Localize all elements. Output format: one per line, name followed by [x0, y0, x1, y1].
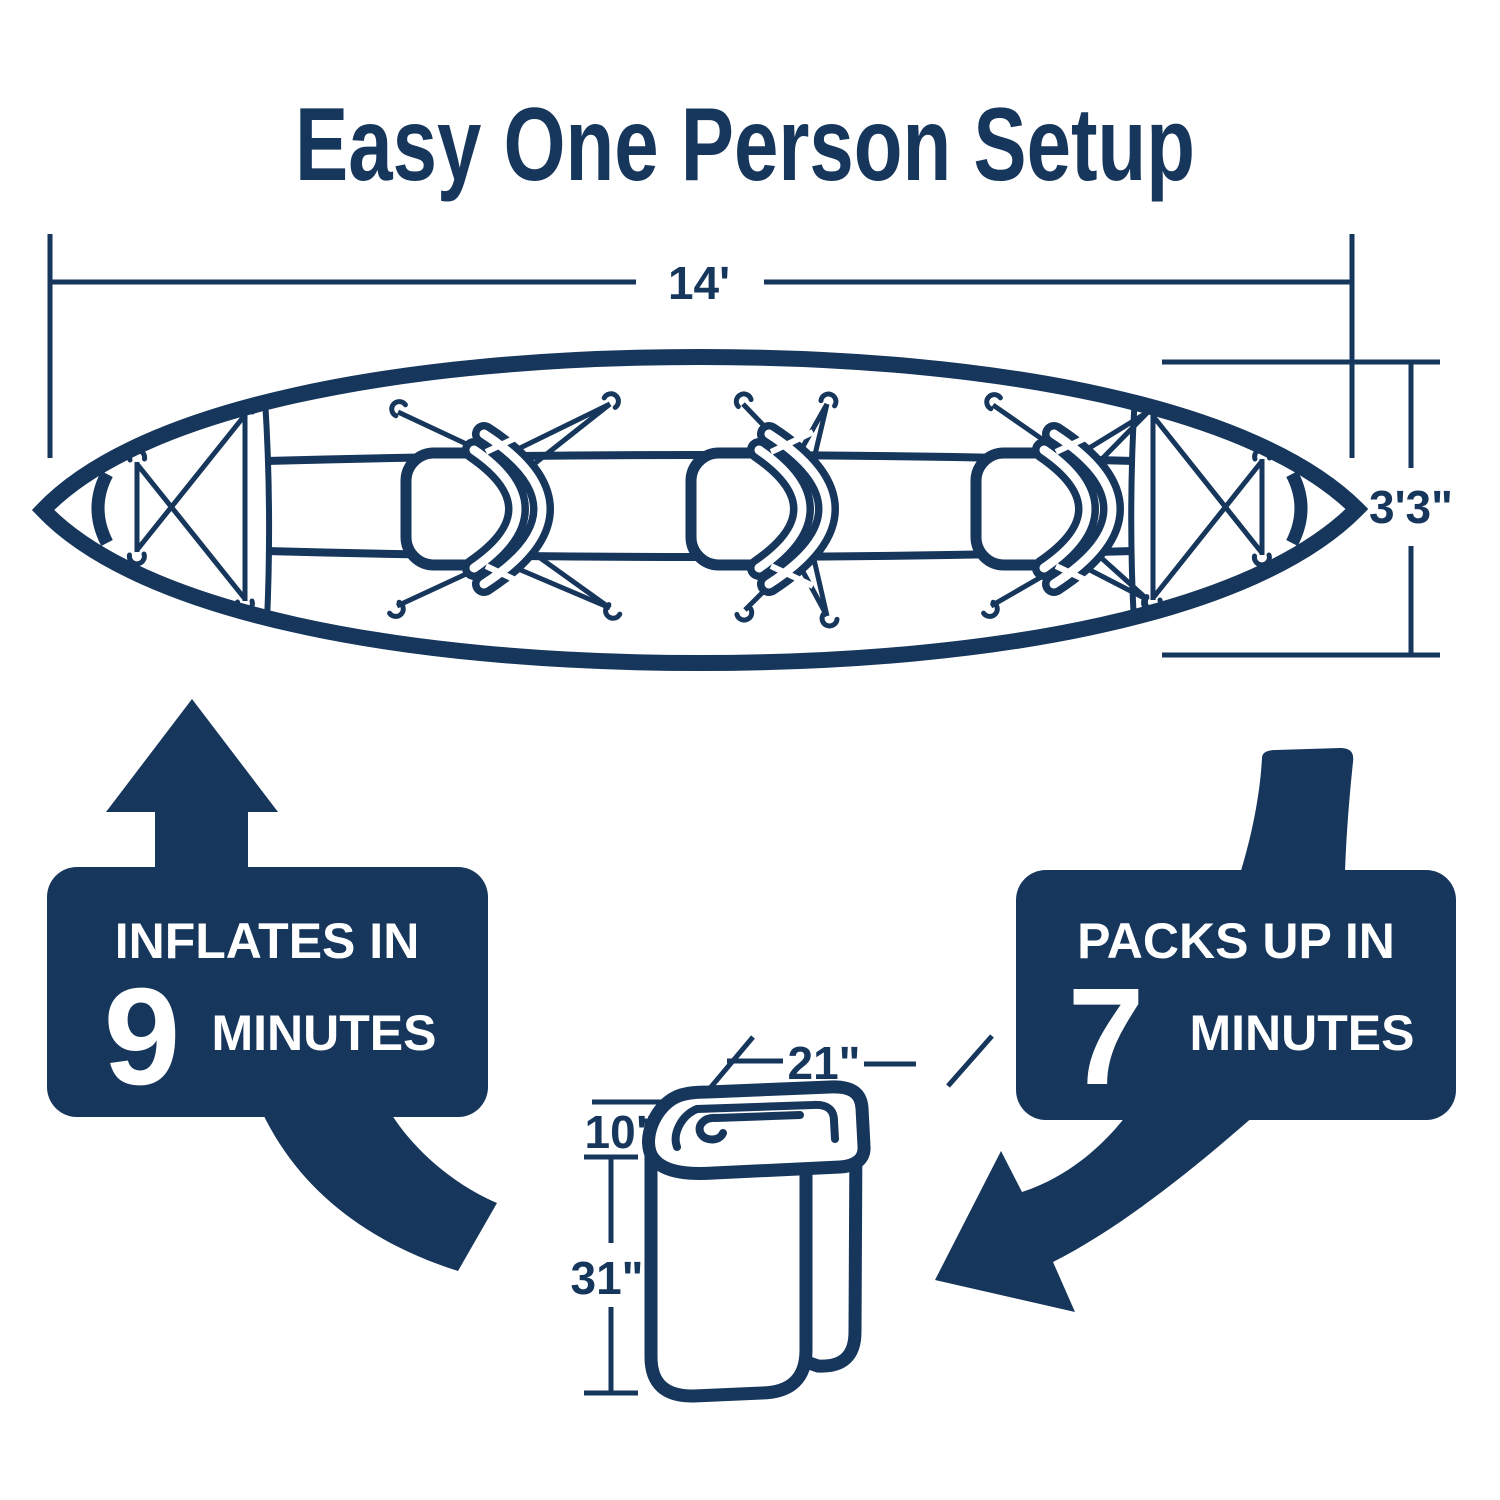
seat-backrest-band-inner [1049, 429, 1117, 589]
pack-badge-box [1016, 870, 1456, 1120]
packed-roll-diagram: 21" 10" 31" [571, 1034, 994, 1403]
roll-fold-curl-line [695, 1111, 804, 1144]
bungee-hook-icon [984, 392, 1003, 412]
bungee-cord [810, 403, 830, 464]
inflate-swoosh-tail [262, 1112, 497, 1271]
inflate-line1: INFLATES IN [115, 913, 420, 969]
seat-backrest-band-inner [479, 429, 547, 589]
bungee-cord [810, 554, 830, 617]
seats [400, 422, 1124, 596]
pack-unit: MINUTES [1190, 1005, 1415, 1061]
pack-line1: PACKS UP IN [1077, 913, 1395, 969]
bungee-hook-icon [1141, 594, 1161, 613]
bungee-hook-icon [733, 391, 754, 410]
bungee-hook-icon [127, 447, 148, 463]
bungee-cord [1084, 565, 1150, 603]
bungee-hook-icon [734, 604, 755, 623]
inflate-number: 9 [104, 960, 181, 1114]
backrest-segment-slits [769, 429, 815, 589]
kayak-top-view [31, 348, 1369, 672]
up-arrow-icon [106, 699, 278, 872]
bungee-hook-icon [601, 391, 621, 410]
length-dimension: 14' [47, 234, 1355, 458]
roll-width-label: 21" [788, 1037, 861, 1089]
pack-entry-band [1240, 748, 1354, 874]
seat [685, 422, 839, 596]
seat [400, 422, 554, 596]
inflate-badge: INFLATES IN 9 MINUTES [47, 699, 497, 1271]
bungee-hooks [126, 391, 1273, 629]
bungee-hook-icon [234, 598, 255, 614]
seat [970, 422, 1124, 596]
bungee-cord [1095, 410, 1150, 466]
beam-dimension: 3'3" [1162, 359, 1453, 658]
seat-backrest-band-inner [754, 445, 807, 573]
beam-dimension-lines [1162, 359, 1440, 658]
bungee-cord [1095, 552, 1150, 602]
seat-backrest-band-inner [469, 445, 522, 573]
inflate-unit: MINUTES [212, 1005, 437, 1061]
bungee-hook-icon [819, 611, 840, 629]
seat-backrest-band-inner [764, 429, 832, 589]
bungee-hook-icon [603, 602, 623, 621]
backrest-segment-slits [1054, 429, 1100, 589]
roll-height-label: 31" [571, 1252, 644, 1304]
bungee-hook-icon [1251, 552, 1272, 568]
bungee-hook-icon [126, 551, 147, 567]
roll-dimension-lines [584, 1034, 994, 1396]
backrest-segment-slits [484, 429, 530, 589]
bungee-hook-icon [235, 400, 256, 416]
stern-handle-icon [1286, 470, 1308, 546]
bungee-hook-icon [387, 599, 406, 619]
pack-badge: PACKS UP IN 7 MINUTES [935, 748, 1456, 1312]
bungee-cord [515, 565, 611, 611]
roll-fold-inner-line [671, 1100, 839, 1151]
bungee-cord [527, 547, 612, 611]
length-dimension-lines [47, 234, 1355, 458]
bow-handle-icon [91, 470, 113, 546]
bungee-hook-icon [389, 399, 408, 419]
bungee-hook-icon [1252, 446, 1273, 462]
roll-front-tube [644, 1118, 813, 1403]
bungee-cord [514, 401, 612, 453]
down-left-arrow-icon [935, 1116, 1254, 1312]
bow-bungee-lacing [134, 413, 248, 601]
stern-bungee-lacing [1150, 413, 1265, 600]
beam-label: 3'3" [1369, 481, 1453, 533]
bungee-cord [527, 402, 612, 470]
inflate-badge-box [47, 867, 488, 1117]
bungee-hook-icon [1139, 399, 1159, 418]
bungee-hook-icon [818, 391, 839, 409]
length-label: 14' [668, 257, 730, 309]
pack-number: 7 [1068, 960, 1145, 1114]
seat-backrest-band-inner [1039, 445, 1092, 573]
roll-depth-label: 10" [585, 1106, 658, 1158]
bungee-cord [1084, 409, 1150, 453]
page-title: Easy One Person Setup [295, 87, 1195, 203]
bungee-hook-icon [981, 599, 1000, 619]
